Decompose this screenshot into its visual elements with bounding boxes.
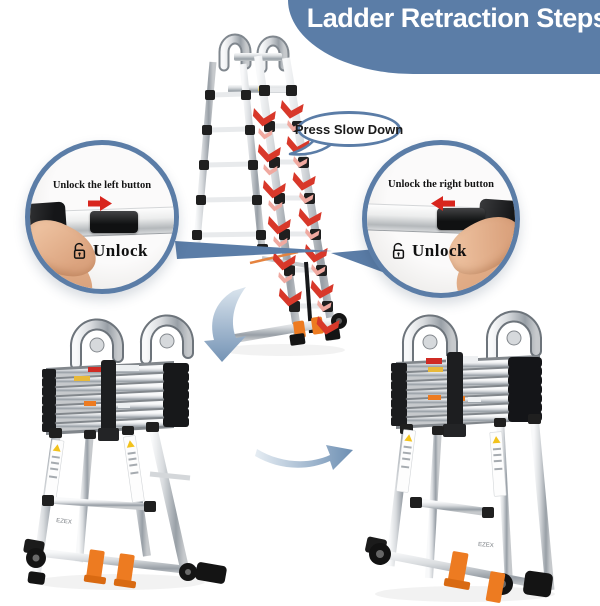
hinge-hooks — [69, 314, 194, 370]
left-lock-button — [90, 211, 138, 233]
hinge-hooks — [401, 310, 542, 368]
ladder-half-retracted-photo: EZEX — [23, 314, 227, 589]
unlock-indicator: Unlock — [64, 241, 156, 261]
ladder-extended-photo — [191, 33, 347, 349]
red-arrow-right-icon — [88, 196, 112, 211]
unlock-padlock-icon — [73, 242, 86, 259]
warning-label — [43, 439, 65, 503]
unlock-padlock-icon — [392, 242, 405, 259]
leg-print: EZEX — [56, 518, 72, 526]
ladder-retracted-photo: EZEX — [365, 310, 555, 603]
press-slow-down-label: Press Slow Down — [294, 121, 404, 137]
unlock-label: Unlock — [412, 241, 467, 260]
warning-label — [395, 429, 416, 493]
unlock-label: Unlock — [93, 241, 148, 260]
left-callout-pointer — [175, 241, 332, 259]
red-arrow-left-icon — [431, 196, 455, 211]
right-callout-title: Unlock the right button — [388, 179, 494, 190]
warning-label — [123, 435, 145, 503]
left-unlock-callout: Unlock the left button Unlock — [25, 140, 179, 294]
leg-print: EZEX — [478, 542, 494, 549]
left-callout-title: Unlock the left button — [52, 180, 152, 191]
warning-label — [489, 431, 507, 497]
step-arrow-right — [255, 445, 353, 470]
right-unlock-callout: Unlock the right button Unlock — [362, 140, 520, 298]
step-arrow-down — [204, 287, 246, 362]
page-title: Ladder Retraction Steps — [306, 3, 600, 33]
press-slow-down-callout: Press Slow Down — [294, 111, 404, 147]
unlock-indicator: Unlock — [383, 241, 475, 261]
